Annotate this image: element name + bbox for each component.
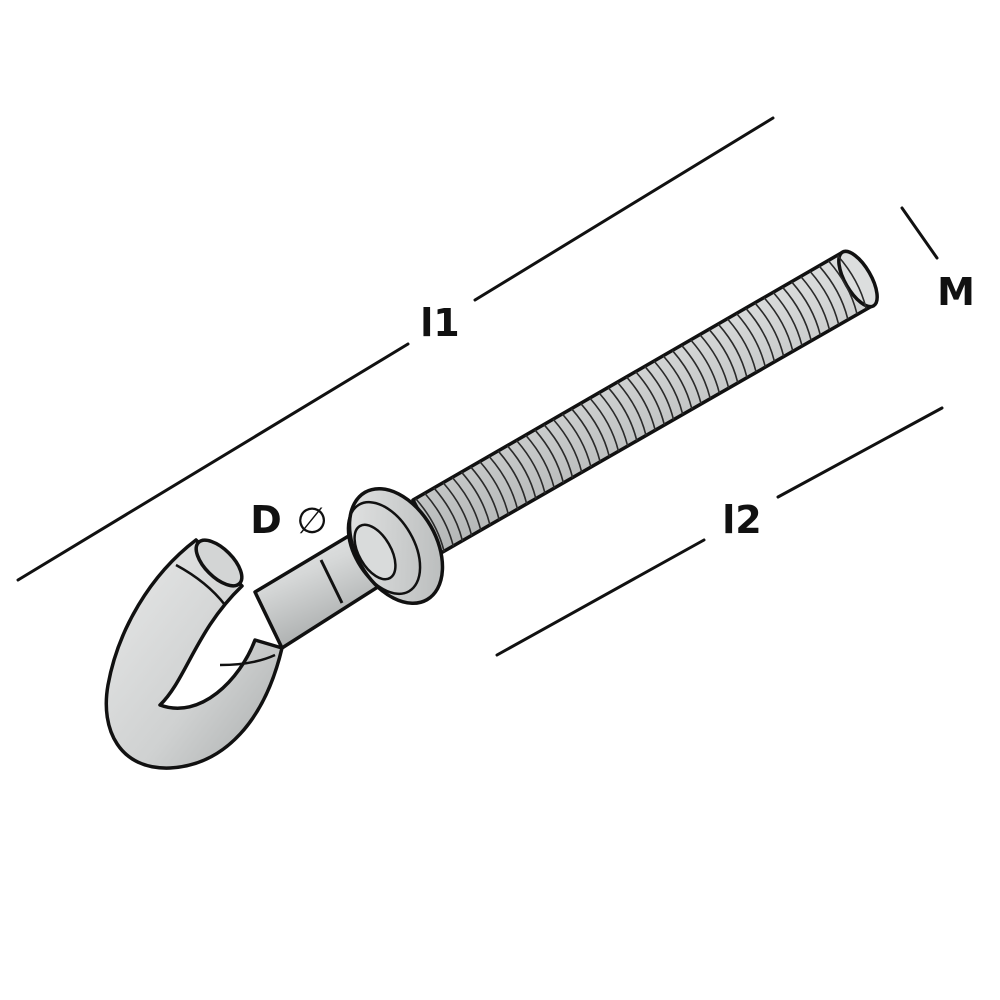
thread-ridge bbox=[672, 350, 702, 404]
thread-ridge bbox=[809, 271, 840, 325]
dimension-l2 bbox=[495, 406, 944, 657]
thread-ridge bbox=[754, 302, 785, 357]
thread-ridge bbox=[690, 339, 721, 394]
thread-ridge bbox=[626, 376, 656, 431]
thread-ridge bbox=[699, 334, 730, 389]
thread-ridge bbox=[589, 397, 620, 452]
thread-ridge bbox=[488, 455, 519, 510]
thread-ridge bbox=[635, 371, 665, 426]
diameter-measure-line bbox=[319, 559, 344, 604]
thread-ridge bbox=[461, 471, 491, 526]
thread-ridge bbox=[479, 461, 510, 515]
thread-ridge bbox=[653, 360, 684, 415]
dimension-l2-line-lower bbox=[495, 538, 706, 657]
washer bbox=[346, 486, 445, 606]
thread-ridge bbox=[837, 255, 867, 309]
thread-ridge bbox=[607, 387, 638, 441]
thread-ridge bbox=[442, 482, 473, 536]
label-thread-size: M bbox=[937, 270, 975, 314]
thread-ridge bbox=[736, 313, 766, 367]
thread-ridge bbox=[772, 292, 803, 346]
thread-ridge bbox=[543, 424, 574, 478]
thread-ridge bbox=[534, 429, 565, 484]
thread-ridge bbox=[828, 260, 858, 315]
thread-ridge bbox=[525, 434, 555, 489]
thread-ridge bbox=[580, 403, 610, 457]
thread-ridge bbox=[791, 281, 821, 336]
dimension-l1-line-lower bbox=[16, 342, 410, 582]
dimension-l1 bbox=[16, 116, 775, 582]
thread-ridge bbox=[433, 487, 464, 542]
thread-ridge bbox=[424, 492, 454, 547]
thread-ridge bbox=[506, 445, 537, 499]
thread-ridge bbox=[818, 265, 849, 320]
thread-ridge bbox=[681, 345, 711, 399]
thread-ridge bbox=[516, 440, 546, 494]
hook bbox=[104, 538, 284, 770]
thread-ridge bbox=[800, 276, 831, 330]
thread-ridge bbox=[561, 413, 592, 468]
thread-ridge bbox=[571, 408, 601, 462]
thread-ridge bbox=[451, 477, 482, 531]
thread-ridge bbox=[763, 297, 794, 352]
thread-size-leader bbox=[900, 206, 939, 260]
thread-ridge bbox=[662, 355, 693, 410]
thread-ridge bbox=[552, 418, 583, 473]
thread-ridge bbox=[644, 366, 675, 420]
label-l2: l2 bbox=[722, 498, 761, 542]
thread-ridge bbox=[598, 392, 629, 447]
thread-ridge bbox=[415, 498, 445, 552]
thread-ridge bbox=[727, 318, 757, 373]
thread-ridge bbox=[470, 466, 500, 521]
diameter-symbol: ∅ bbox=[296, 501, 327, 542]
threaded-rod bbox=[411, 249, 879, 555]
dimension-l1-line-upper bbox=[473, 116, 775, 302]
thread-ridge bbox=[617, 381, 647, 436]
thread-ridge bbox=[782, 286, 812, 341]
thread-ridge bbox=[708, 329, 739, 383]
thread-ridge bbox=[497, 450, 528, 505]
dimension-l2-line-upper bbox=[776, 406, 944, 499]
label-l1: l1 bbox=[420, 301, 459, 345]
thread-ridge bbox=[745, 308, 776, 362]
thread-ridge bbox=[717, 323, 748, 378]
label-diameter: D bbox=[250, 498, 282, 542]
